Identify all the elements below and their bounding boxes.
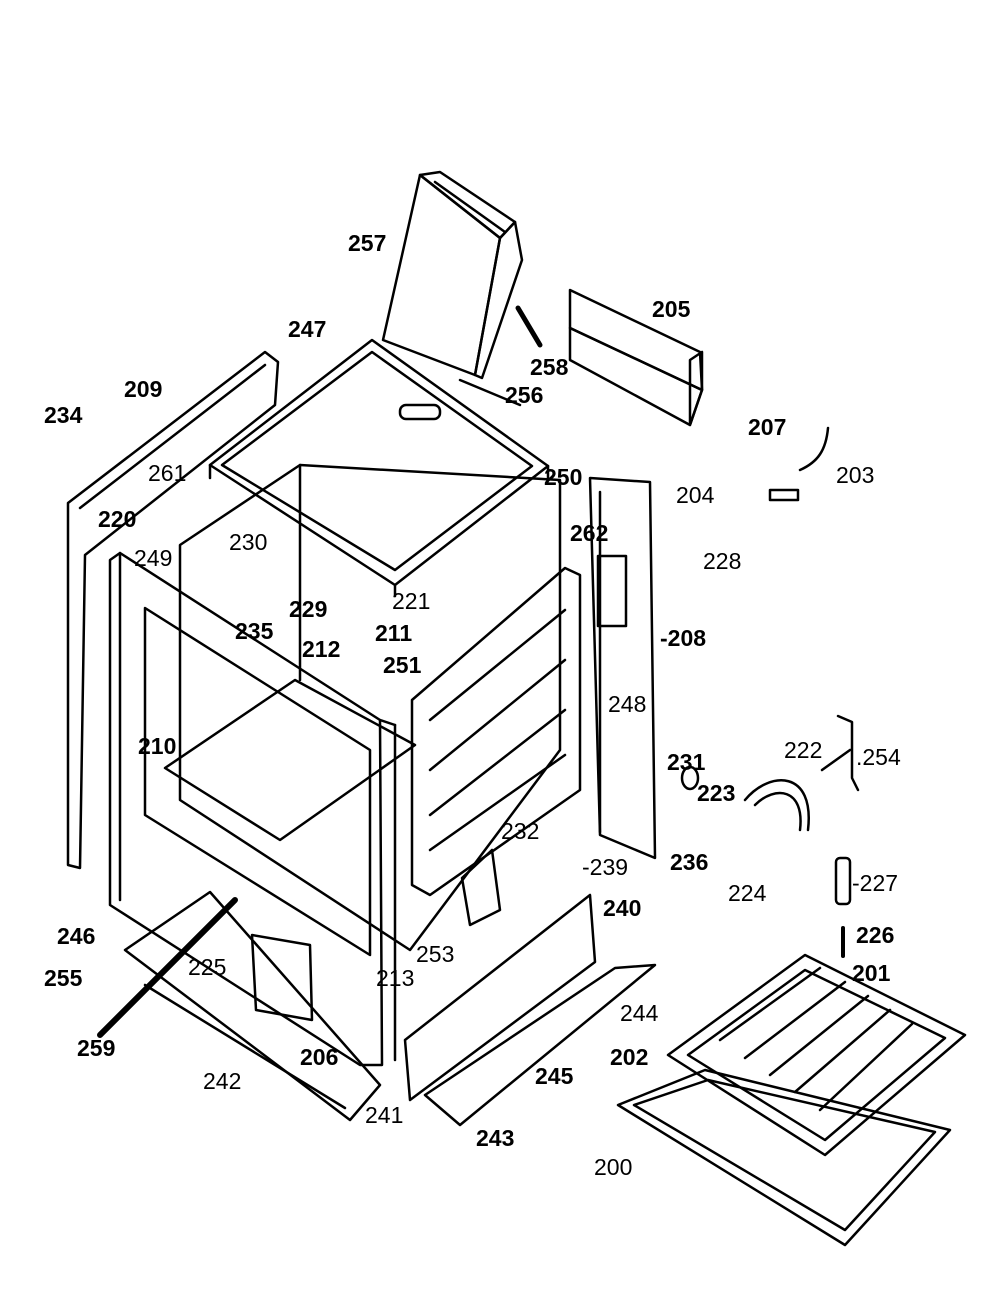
label-231: 231 xyxy=(667,749,706,775)
label-243: 243 xyxy=(476,1125,515,1151)
label-202: 202 xyxy=(610,1044,649,1070)
part-227-element xyxy=(834,856,852,906)
label-225: 225 xyxy=(188,954,227,980)
label-261: 261 xyxy=(148,460,187,486)
label-212: 212 xyxy=(302,636,341,662)
label-232: 232 xyxy=(501,818,540,844)
part-257-rear-panel xyxy=(381,170,524,380)
label-258: 258 xyxy=(530,354,569,380)
part-200-oven-rack xyxy=(616,1068,952,1247)
label-200: 200 xyxy=(594,1154,633,1180)
label-248: 248 xyxy=(608,691,647,717)
label-241: 241 xyxy=(365,1102,404,1128)
label-223: 223 xyxy=(697,780,736,806)
label-201: 201 xyxy=(852,960,891,986)
label-247: 247 xyxy=(288,316,327,342)
label-221: 221 xyxy=(392,588,431,614)
label-242: 242 xyxy=(203,1068,242,1094)
label-235: 235 xyxy=(235,618,274,644)
label-228: 228 xyxy=(703,548,742,574)
part-259-rail xyxy=(97,897,238,1038)
label-220: 220 xyxy=(98,506,137,532)
part-222-hinge xyxy=(743,779,810,832)
label-222: 222 xyxy=(784,737,823,763)
label-257: 257 xyxy=(348,230,387,256)
part-242-bottom-panel xyxy=(123,890,382,1122)
label-240: 240 xyxy=(603,895,642,921)
part-203-cord xyxy=(798,426,830,472)
part-258-screw xyxy=(515,305,543,348)
part-205-control-panel xyxy=(568,288,704,427)
part-248-oven-side xyxy=(410,566,582,897)
label-205: 205 xyxy=(652,296,691,322)
part-201-broiler-pan xyxy=(666,953,967,1157)
part-240-toe-kick xyxy=(403,893,597,1102)
part-207-connector xyxy=(768,488,800,502)
label-250: 250 xyxy=(544,464,583,490)
label-224: 224 xyxy=(728,880,767,906)
label-246: 246 xyxy=(57,923,96,949)
part-209-left-side-panel xyxy=(66,350,280,870)
label-206: 206 xyxy=(300,1044,339,1070)
part-247-top-panel xyxy=(208,338,550,598)
label-230: 230 xyxy=(229,529,268,555)
part-232-bracket xyxy=(460,848,502,927)
label-226: 226 xyxy=(856,922,895,948)
label-244: 244 xyxy=(620,1000,659,1026)
label-207: 207 xyxy=(748,414,787,440)
part-256-bracket xyxy=(458,378,522,407)
part-231-sensor xyxy=(680,765,700,791)
part-243-drawer-rail xyxy=(423,963,657,1127)
label-209: 209 xyxy=(124,376,163,402)
label-251: 251 xyxy=(383,652,422,678)
label-253: 253 xyxy=(416,941,455,967)
label-255: 255 xyxy=(44,965,83,991)
label-213: 213 xyxy=(376,965,415,991)
label-210: 210 xyxy=(138,733,177,759)
part-246-front-frame xyxy=(108,551,397,1067)
label-234: 234 xyxy=(44,402,83,428)
label-204: 204 xyxy=(676,482,715,508)
label-229: 229 xyxy=(289,596,328,622)
label-236: 236 xyxy=(670,849,709,875)
part-oven-cavity xyxy=(163,463,562,952)
label-245: 245 xyxy=(535,1063,574,1089)
label-208: -208 xyxy=(660,625,707,651)
label-227: -227 xyxy=(852,870,899,896)
part-208-right-side-panel xyxy=(588,476,657,860)
label-254: .254 xyxy=(856,744,901,770)
label-259: 259 xyxy=(77,1035,116,1061)
label-239: -239 xyxy=(582,854,629,880)
label-262: 262 xyxy=(570,520,609,546)
label-249: 249 xyxy=(134,545,173,571)
label-211: 211 xyxy=(375,620,413,646)
label-256: 256 xyxy=(505,382,544,408)
part-262-bracket xyxy=(596,554,628,628)
part-225-shield xyxy=(250,933,314,1022)
label-203: 203 xyxy=(836,462,875,488)
part-254-hinge xyxy=(820,714,860,792)
